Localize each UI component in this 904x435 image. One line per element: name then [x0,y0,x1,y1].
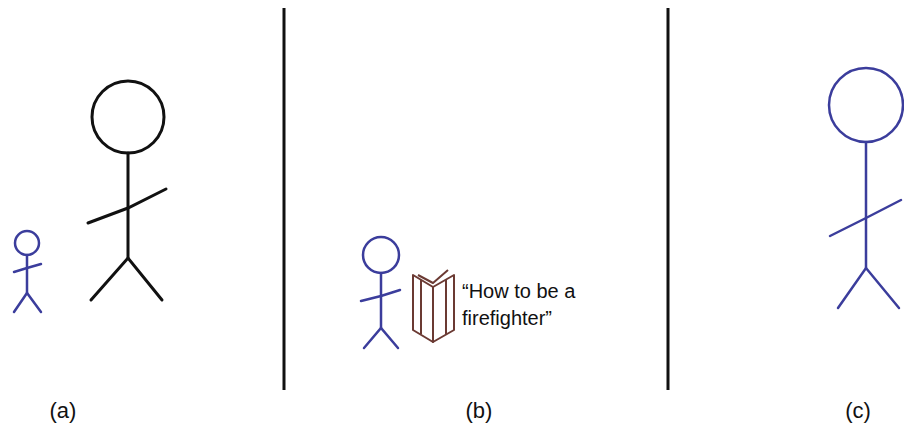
book-title: “How to be a firefighter” [462,278,602,332]
panel-divider [284,8,668,390]
reading-child-figure [361,237,400,348]
child-figure [14,231,41,312]
panel-label: (a) [50,396,77,426]
adult-figure [88,81,166,300]
panel-label: (c) [845,396,871,426]
grown-figure [829,68,903,308]
panel-label: (b) [466,396,493,426]
book-icon [413,270,454,342]
